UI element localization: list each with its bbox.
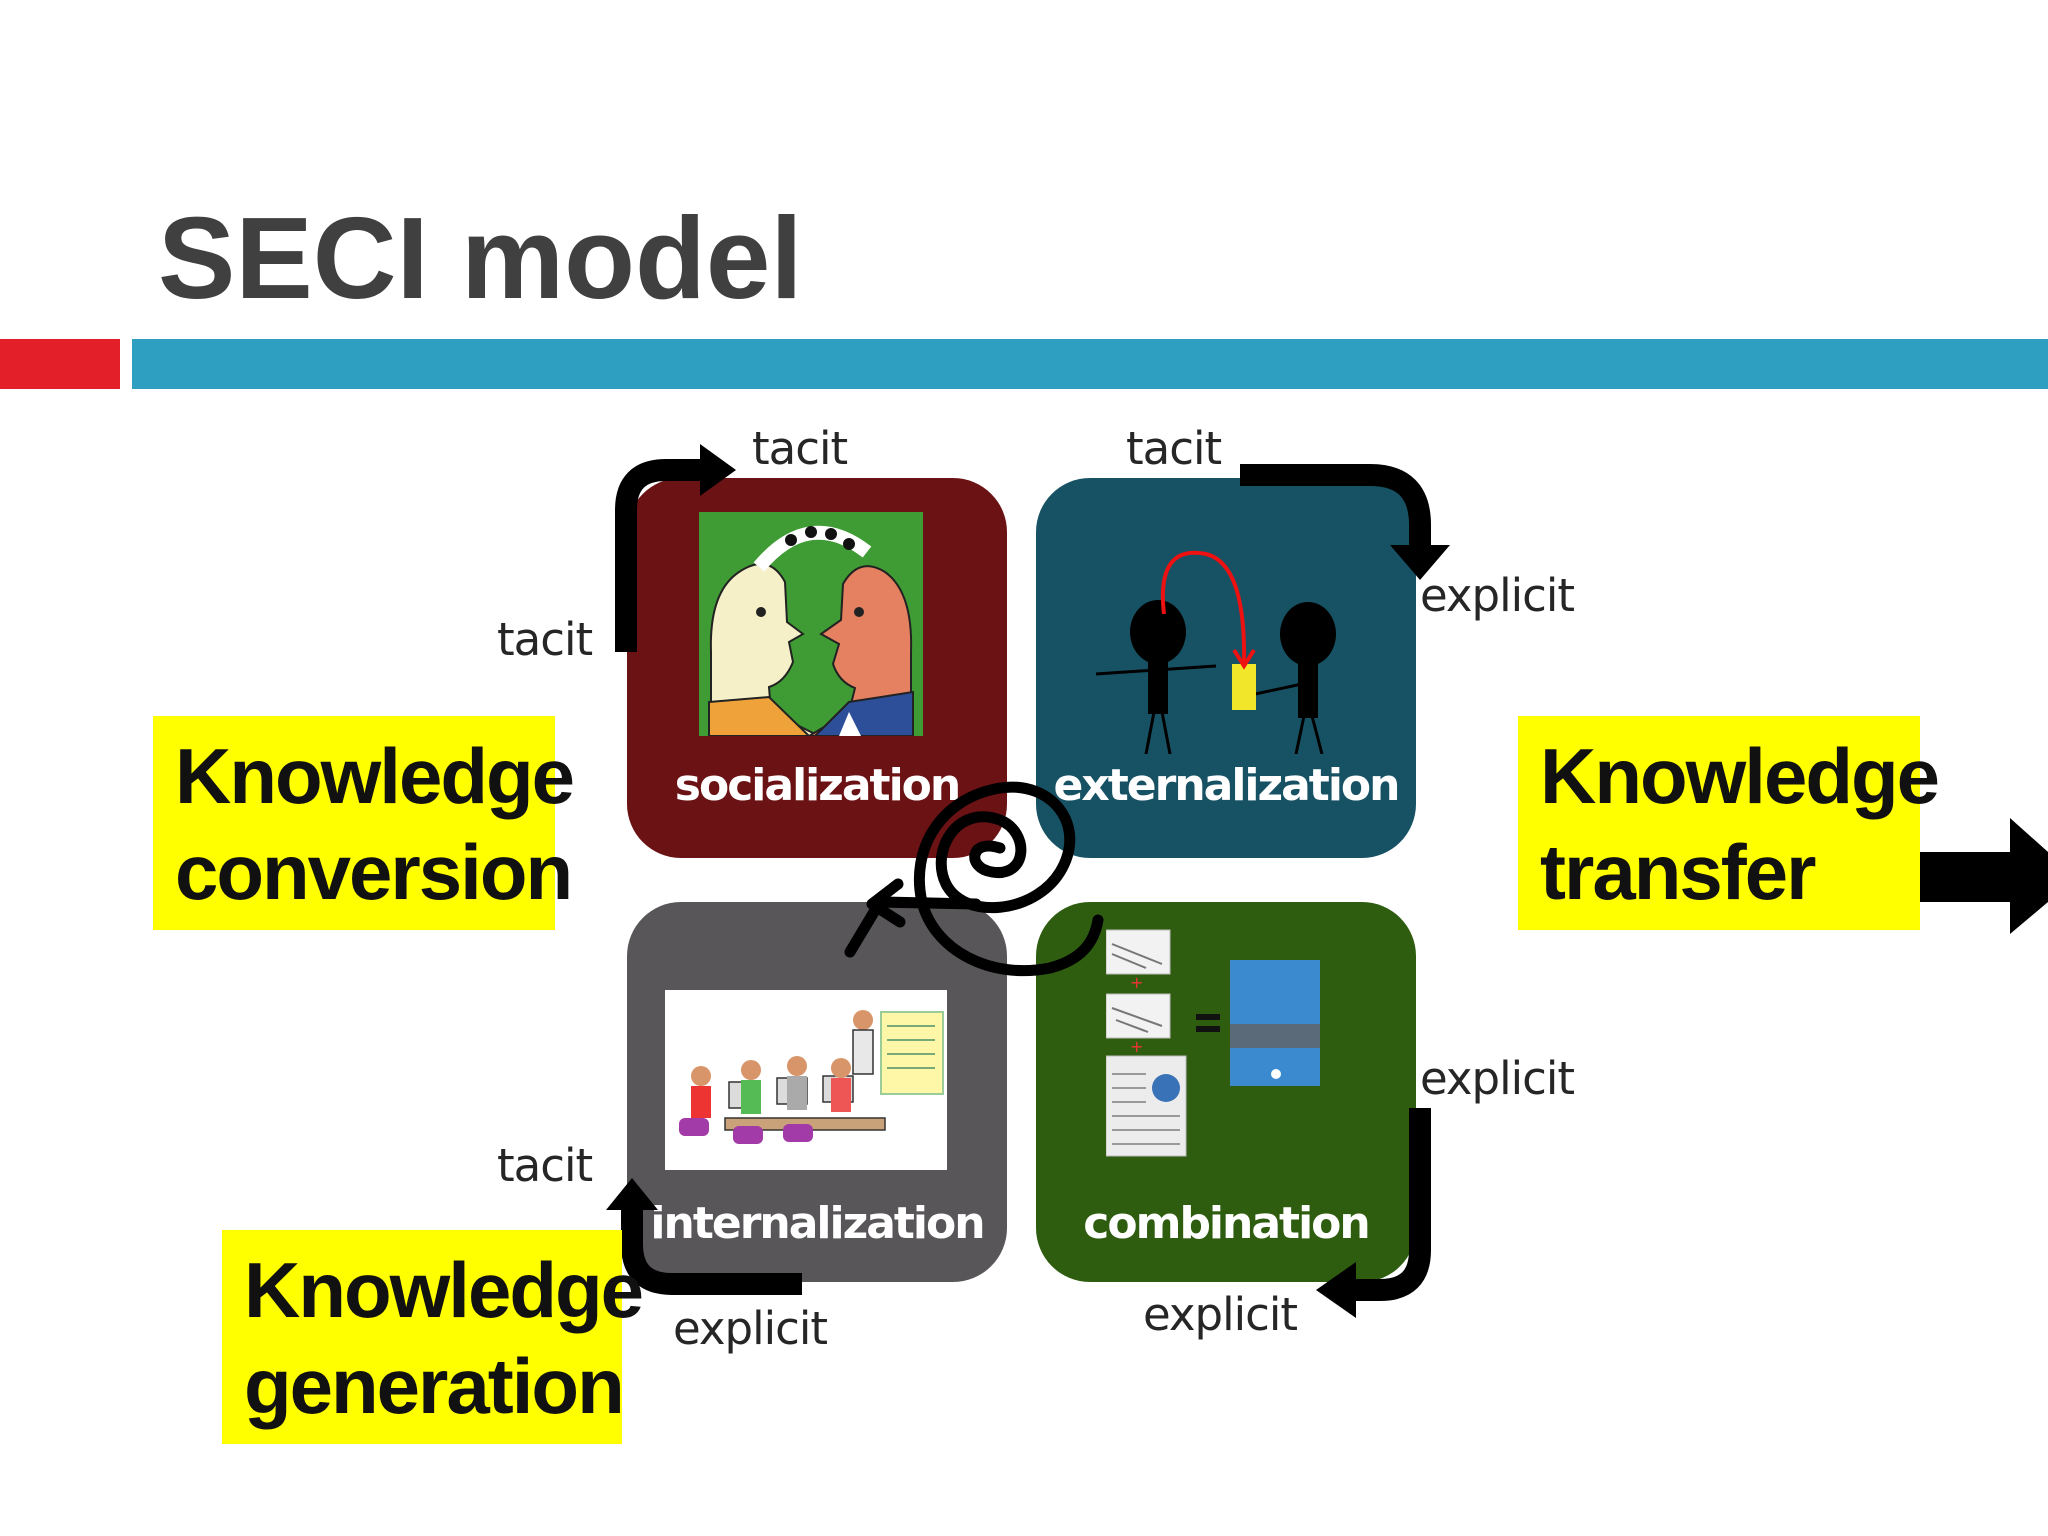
label-int-out-tacit: tacit: [497, 1139, 593, 1192]
highlight-knowledge-conversion: Knowledge conversion: [153, 716, 575, 930]
label-soc-out-tacit: tacit: [752, 422, 848, 475]
externalization-illustration: [1096, 514, 1376, 754]
title-accent-red-bar: [0, 339, 120, 389]
combination-illustration: + +: [1106, 924, 1346, 1184]
quadrant-label-socialization: socialization: [674, 760, 961, 811]
svg-text:+: +: [1130, 1037, 1143, 1056]
label-soc-in-tacit: tacit: [497, 613, 593, 666]
title-underline-blue-bar: [132, 339, 2048, 389]
highlight-generation-line1: Knowledge: [244, 1246, 644, 1334]
label-com-out-explicit: explicit: [1143, 1288, 1298, 1341]
quadrant-socialization: socialization: [627, 478, 1007, 858]
quadrant-label-combination: combination: [1083, 1198, 1370, 1249]
label-int-in-explicit: explicit: [673, 1302, 828, 1355]
highlight-knowledge-generation: Knowledge generation: [222, 1230, 644, 1444]
label-ext-out-explicit: explicit: [1420, 569, 1575, 622]
highlight-generation-line2: generation: [244, 1342, 625, 1430]
internalization-illustration: [665, 990, 947, 1170]
highlight-conversion-line2: conversion: [175, 828, 573, 916]
highlight-conversion-line1: Knowledge: [175, 732, 575, 820]
quadrant-label-internalization: internalization: [650, 1198, 985, 1249]
label-ext-in-tacit: tacit: [1126, 422, 1222, 475]
svg-text:+: +: [1130, 973, 1143, 992]
quadrant-externalization: externalization: [1036, 478, 1416, 858]
highlight-knowledge-transfer: Knowledge transfer: [1518, 716, 1940, 930]
quadrant-combination: + + combination: [1036, 902, 1416, 1282]
highlight-transfer-line1: Knowledge: [1540, 732, 1940, 820]
label-com-in-explicit: explicit: [1420, 1052, 1575, 1105]
slide-title: SECI model: [158, 193, 803, 323]
highlight-transfer-line2: transfer: [1540, 828, 1816, 916]
socialization-illustration: [699, 512, 923, 736]
quadrant-internalization: internalization: [627, 902, 1007, 1282]
quadrant-label-externalization: externalization: [1053, 760, 1401, 811]
